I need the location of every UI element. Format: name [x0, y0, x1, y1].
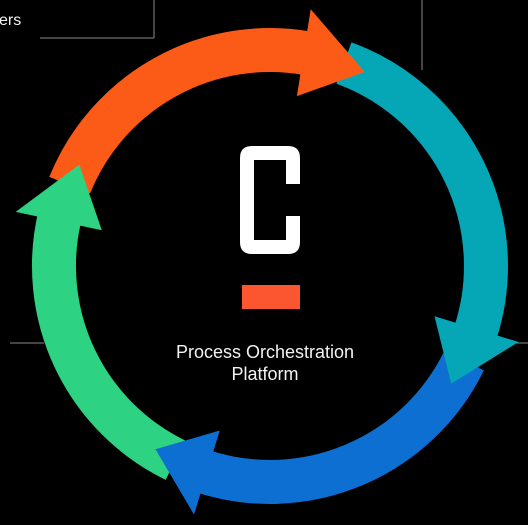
cycle-arrowhead-teal	[434, 316, 519, 384]
cycle-arc-teal	[336, 42, 508, 340]
logo-accent-bar	[242, 285, 300, 309]
cycle-arc-green	[31, 212, 186, 480]
platform-label-line-1: Process Orchestration	[175, 342, 355, 362]
cycle-arrowhead-blue	[155, 430, 220, 515]
cycle-arc-orange	[49, 28, 312, 194]
cycle-arc-blue	[196, 350, 484, 504]
platform-label: Process Orchestration Platform	[140, 341, 390, 385]
logo-c-icon	[240, 146, 300, 309]
corner-text-fragment: ers	[0, 12, 22, 29]
logo-letter-shape	[240, 146, 300, 254]
cycle-arrowhead-orange	[296, 9, 365, 97]
platform-label-line-2: Platform	[231, 364, 299, 384]
cycle-arrowhead-green	[15, 164, 102, 231]
